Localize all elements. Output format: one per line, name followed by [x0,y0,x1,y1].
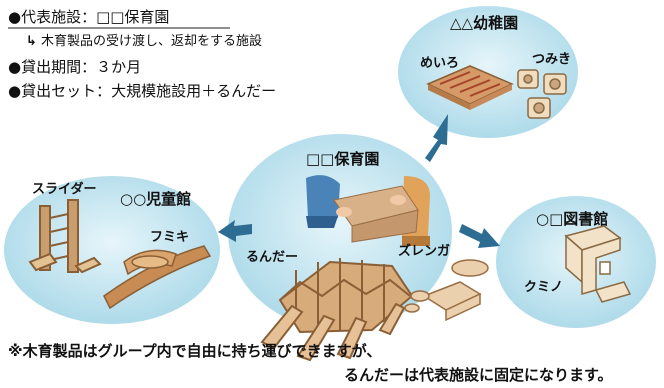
kumino-illustration [564,225,632,303]
arrow-to-left [218,220,252,242]
loan-set-text: ●貸出セット：大規模施設用＋るんだー [8,82,277,100]
footnote-line-2: るんだーは代表施設に固定になります。 [344,366,613,384]
item-label-meiro: めいろ [420,56,460,71]
item-label-kumino: クミノ [524,280,564,295]
sub-note-text: 木育製品の受け渡し、返却をする施設 [41,34,263,49]
sub-note-row: ↳ 木育製品の受け渡し、返却をする施設 [26,30,262,49]
arrow-to-top [425,114,448,162]
left-hub-title: ○○児童館 [120,190,192,208]
item-label-fumiki: フミキ [150,230,190,245]
item-label-slider: スライダー [32,182,97,197]
handover-illustration [306,175,430,246]
zurenga-illustration [404,259,489,322]
center-hub-title: □□保育園 [306,150,380,168]
slider-illustration [28,199,102,274]
rep-facility-text: ●代表施設：□□保育園 [8,8,170,26]
meiro-illustration [426,65,514,110]
tsumiki-illustration [517,69,567,119]
item-label-zurenga: ズレンガ [398,244,451,259]
right-hub-title: ○□図書館 [536,210,609,228]
item-label-tsumiki: つみき [532,52,572,67]
top-hub-title: △△幼稚園 [450,14,519,32]
footnote-line-1: ※木育製品はグループ内で自由に持ち運びできますが、 [8,342,382,360]
loan-period-text: ●貸出期間：３か月 [8,58,142,76]
item-label-runda: るんだー [246,250,299,265]
arrow-to-right [459,224,500,248]
hub-circle-left [4,176,220,324]
return-arrow-icon: ↳ [26,34,37,49]
fumiki-illustration [103,245,212,310]
